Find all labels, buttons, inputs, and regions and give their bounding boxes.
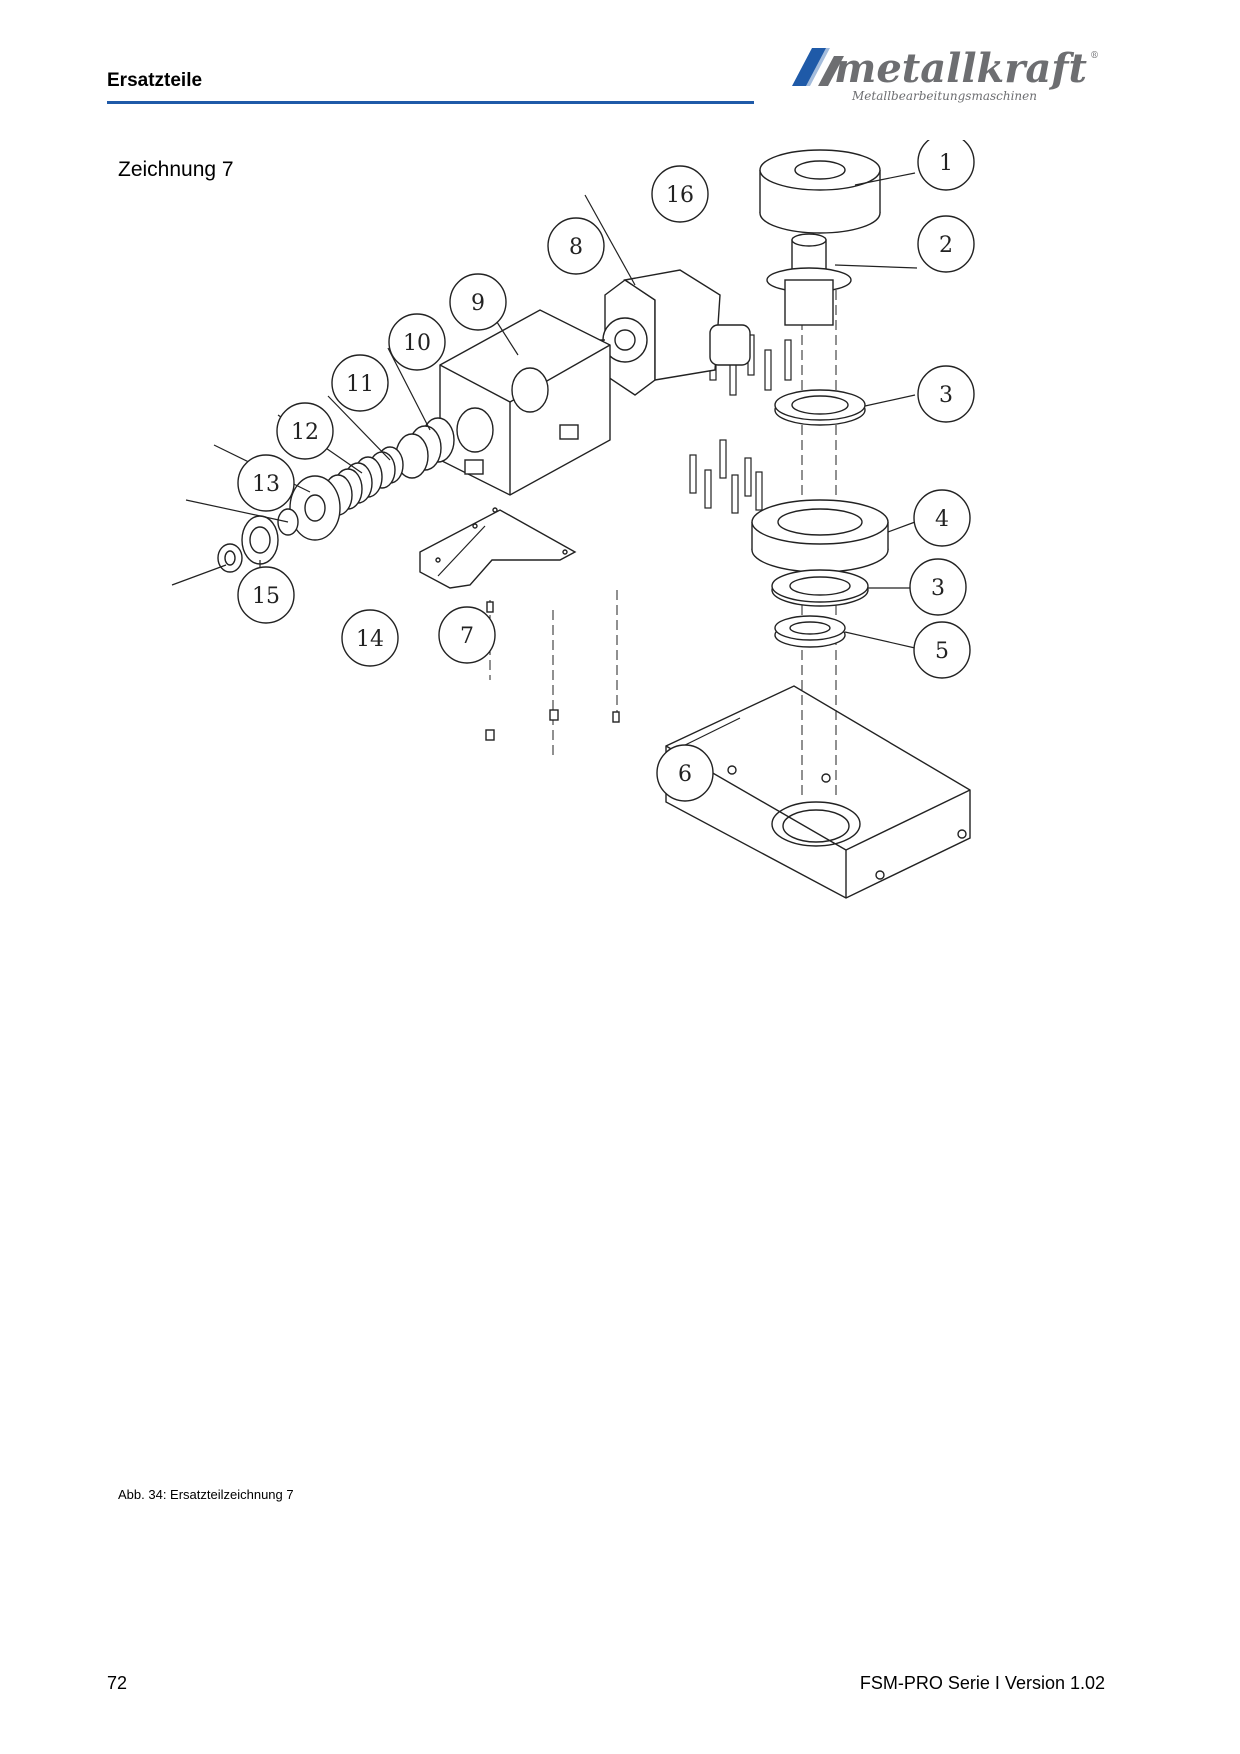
callout-7 <box>438 606 496 664</box>
svg-text:13: 13 <box>252 472 280 497</box>
motor-mount-frame-part <box>439 309 611 496</box>
svg-text:3: 3 <box>931 576 945 601</box>
flange-part <box>289 475 341 541</box>
ring-14-part <box>241 515 279 565</box>
callout-2 <box>917 215 975 273</box>
svg-text:16: 16 <box>666 183 694 208</box>
figure-caption: Abb. 34: Ersatzteilzeichnung 7 <box>118 1487 294 1502</box>
svg-text:5: 5 <box>935 639 949 664</box>
base-plate-part <box>665 685 971 899</box>
nut-15-part <box>217 543 243 573</box>
bracket-plate-part <box>419 507 620 741</box>
svg-text:12: 12 <box>291 420 319 445</box>
coupling-part <box>395 417 455 479</box>
svg-text:10: 10 <box>403 331 431 356</box>
lock-nut-part <box>774 615 846 648</box>
callout-4 <box>913 489 971 547</box>
svg-text:15: 15 <box>252 584 280 609</box>
header-rule <box>107 101 754 104</box>
metallkraft-logo: metallkraft ® Metallbearbeitungsmaschine… <box>792 45 1099 103</box>
callout-13 <box>237 454 295 512</box>
callout-16 <box>651 165 709 223</box>
bolt-set-lower <box>689 439 763 514</box>
callout-3b <box>909 558 967 616</box>
callout-1 <box>917 140 975 191</box>
document-version: FSM-PRO Serie I Version 1.02 <box>859 1673 1105 1693</box>
svg-text:6: 6 <box>678 762 692 787</box>
drawing-title: Zeichnung 7 <box>118 158 234 181</box>
logo-registered: ® <box>1090 51 1099 61</box>
callout-9 <box>449 273 507 331</box>
callout-12 <box>276 402 334 460</box>
callout-labels: 1 2 3 4 3 5 6 7 8 9 10 11 12 13 14 15 16 <box>252 151 953 787</box>
svg-text:8: 8 <box>569 235 583 260</box>
callout-15 <box>237 566 295 624</box>
logo-mark-icon <box>792 48 830 86</box>
svg-text:11: 11 <box>346 372 374 397</box>
pulley-part <box>759 149 881 234</box>
exploded-parts-drawing: 1 2 3 4 3 5 6 7 8 9 10 11 12 13 14 15 16 <box>171 140 975 899</box>
logo-subtitle: Metallbearbeitungsmaschinen <box>851 89 1037 103</box>
svg-text:7: 7 <box>460 624 474 649</box>
callouts <box>237 140 975 802</box>
svg-text:3: 3 <box>939 383 953 408</box>
callout-11 <box>331 354 389 412</box>
svg-text:9: 9 <box>471 291 485 316</box>
section-title: Ersatzteile <box>107 70 203 91</box>
bearing-lower-part <box>771 569 869 607</box>
motor-part <box>590 269 751 396</box>
callout-10 <box>388 313 446 371</box>
callout-3a <box>917 365 975 423</box>
page-number: 72 <box>107 1673 128 1693</box>
callout-6 <box>656 744 714 802</box>
logo-wordmark: metallkraft <box>834 45 1087 92</box>
bearing-housing-part <box>751 499 889 573</box>
bearing-upper-part <box>774 389 866 426</box>
callout-5 <box>913 621 971 679</box>
callout-14 <box>341 609 399 667</box>
svg-text:2: 2 <box>939 233 953 258</box>
svg-text:4: 4 <box>935 507 949 532</box>
svg-text:14: 14 <box>356 627 384 652</box>
shaft-part <box>766 233 852 326</box>
svg-text:1: 1 <box>939 151 953 176</box>
callout-8 <box>547 217 605 275</box>
